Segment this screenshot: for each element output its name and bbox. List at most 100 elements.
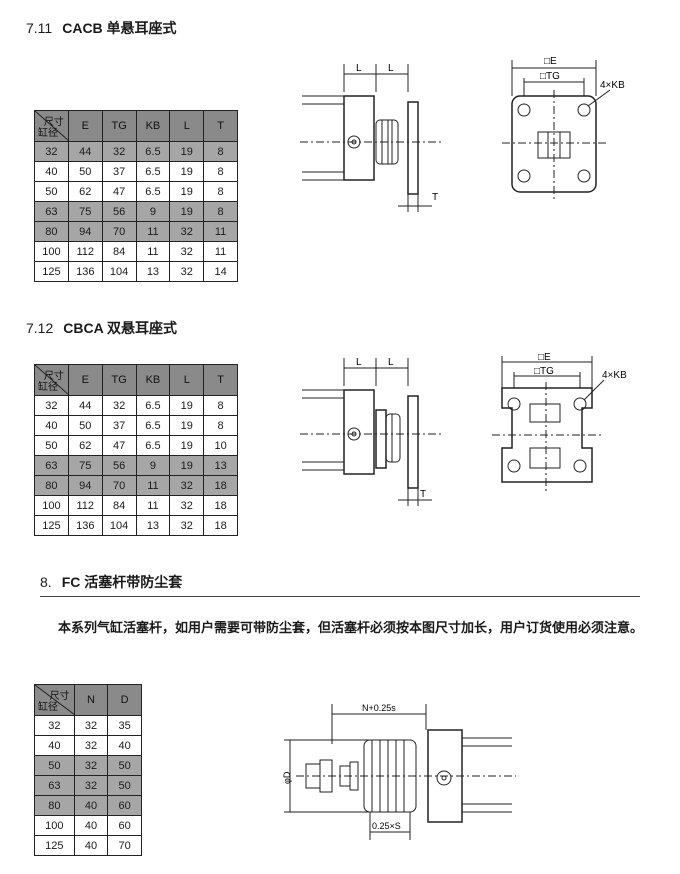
table-cell: 32 bbox=[73, 775, 109, 796]
table-cell: 56 bbox=[101, 201, 137, 222]
section-number: 7.12 bbox=[26, 320, 54, 336]
table-cell: 13 bbox=[135, 515, 171, 536]
header-dim-label: 尺寸 bbox=[49, 691, 70, 702]
section-heading-7-12: 7.12 CBCA 双悬耳座式 bbox=[26, 318, 177, 338]
table-cell: 8 bbox=[203, 141, 238, 162]
table-cell: 63 bbox=[34, 455, 69, 476]
table-cell: 35 bbox=[107, 715, 142, 736]
table-cell: 32 bbox=[73, 715, 109, 736]
table-cell: 19 bbox=[169, 161, 205, 182]
column-header: N bbox=[73, 684, 109, 716]
dim-label-kb: 4×KB bbox=[602, 370, 627, 381]
table-cell: 50 bbox=[107, 775, 142, 796]
table-cell: 32 bbox=[169, 221, 205, 242]
dim-label-n: N+0.25s bbox=[362, 703, 396, 713]
table-cell: 11 bbox=[203, 241, 238, 262]
section-title: FC 活塞杆带防尘套 bbox=[61, 574, 183, 590]
header-dim-label: 尺寸 bbox=[43, 117, 64, 128]
header-corner-cell: 尺寸 缸径 bbox=[34, 110, 69, 142]
table-cell: 8 bbox=[203, 415, 238, 436]
table-cell: 50 bbox=[67, 161, 103, 182]
table-cell: 40 bbox=[34, 735, 75, 756]
section-number: 8. bbox=[40, 574, 52, 590]
table-cell: 18 bbox=[203, 475, 238, 496]
table-cell: 62 bbox=[67, 435, 103, 456]
table-cell: 100 bbox=[34, 241, 69, 262]
table-cell: 11 bbox=[135, 495, 171, 516]
table-cell: 47 bbox=[101, 435, 137, 456]
table-cell: 10 bbox=[203, 435, 238, 456]
table-cell: 50 bbox=[34, 435, 69, 456]
table-cell: 37 bbox=[101, 415, 137, 436]
section-heading-8: 8. FC 活塞杆带防尘套 bbox=[40, 572, 182, 592]
table-cell: 9 bbox=[135, 201, 171, 222]
table-cell: 32 bbox=[169, 515, 205, 536]
table-cell: 32 bbox=[34, 395, 69, 416]
table-cell: 47 bbox=[101, 181, 137, 202]
table-cell: 19 bbox=[169, 141, 205, 162]
table-cell: 125 bbox=[34, 515, 69, 536]
table-cell: 19 bbox=[169, 455, 205, 476]
table-cell: 70 bbox=[107, 835, 142, 856]
table-cell: 40 bbox=[73, 815, 109, 836]
table-cell: 19 bbox=[169, 435, 205, 456]
table-cell: 125 bbox=[34, 261, 69, 282]
table-cell: 80 bbox=[34, 795, 75, 816]
cacb-front-view-drawing: □E □TG 4×KB bbox=[502, 56, 625, 200]
table-cell: 60 bbox=[107, 795, 142, 816]
table-cell: 32 bbox=[169, 495, 205, 516]
dim-label-l: L bbox=[356, 63, 362, 74]
table-cell: 8 bbox=[203, 201, 238, 222]
header-bore-label: 缸径 bbox=[38, 702, 58, 713]
table-cell: 6.5 bbox=[135, 161, 171, 182]
dim-label-kb: 4×KB bbox=[600, 80, 625, 91]
table-cell: 63 bbox=[34, 775, 75, 796]
table-cell: 50 bbox=[67, 415, 103, 436]
table-cell: 32 bbox=[169, 241, 205, 262]
table-cell: 6.5 bbox=[135, 141, 171, 162]
dim-label-tg: □TG bbox=[534, 366, 554, 377]
table-cell: 6.5 bbox=[135, 395, 171, 416]
table-cell: 13 bbox=[203, 455, 238, 476]
dim-label-s: 0.25×S bbox=[372, 821, 401, 831]
section-title: CBCA 双悬耳座式 bbox=[63, 320, 178, 336]
column-header: T bbox=[203, 364, 238, 396]
table-cell: 37 bbox=[101, 161, 137, 182]
dim-label-d: φD bbox=[282, 771, 292, 784]
table-cell: 70 bbox=[101, 221, 137, 242]
table-cell: 75 bbox=[67, 201, 103, 222]
body-paragraph: 本系列气缸活塞杆，如用户需要可带防尘套，但活塞杆必须按本图尺寸加长，用户订货使用… bbox=[58, 620, 644, 635]
section-divider bbox=[40, 596, 640, 597]
table-cell: 40 bbox=[107, 735, 142, 756]
table-cell: 100 bbox=[34, 495, 69, 516]
table-cell: 32 bbox=[34, 715, 75, 736]
table-cell: 94 bbox=[67, 221, 103, 242]
table-cell: 19 bbox=[169, 181, 205, 202]
table-cell: 32 bbox=[169, 261, 205, 282]
column-header: T bbox=[203, 110, 238, 142]
table-cell: 56 bbox=[101, 455, 137, 476]
column-header: E bbox=[67, 364, 103, 396]
table-cell: 44 bbox=[67, 141, 103, 162]
table-cell: 63 bbox=[34, 201, 69, 222]
table-cell: 8 bbox=[203, 395, 238, 416]
table-cell: 8 bbox=[203, 181, 238, 202]
dim-label-l: L bbox=[356, 357, 362, 368]
